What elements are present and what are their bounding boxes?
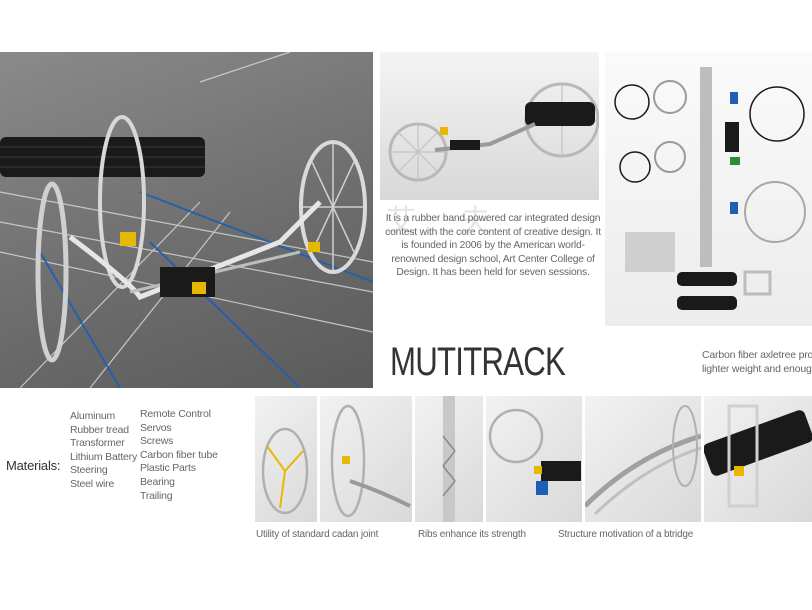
detail-render-5 (585, 396, 701, 522)
material-item: Trailing (140, 489, 173, 502)
detail-drawing-5 (585, 405, 701, 516)
side-view-render (380, 52, 599, 200)
caption-cadan-joint: Utility of standard cadan joint (256, 529, 379, 540)
detail-drawing-4 (488, 408, 581, 495)
detail-drawing-6 (704, 404, 812, 508)
detail-render-4 (486, 396, 582, 522)
exploded-parts-render (605, 52, 812, 326)
page-title: MUTITRACK (390, 340, 566, 384)
hero-render (0, 52, 373, 388)
material-item: Plastic Parts (140, 462, 196, 475)
detail-render-1 (255, 396, 317, 522)
detail-drawing-2 (330, 404, 411, 518)
material-item: Screws (140, 435, 174, 448)
exploded-parts-drawing (614, 67, 806, 310)
material-item: Remote Control (140, 408, 211, 420)
material-item: Transformer (70, 437, 125, 450)
material-item: Rubber tread (70, 423, 129, 436)
material-item: Steering (70, 464, 108, 477)
material-item: Bearing (140, 475, 175, 488)
detail-drawing-1 (261, 427, 309, 515)
material-item: Servos (140, 421, 172, 434)
material-item: Carbon fiber tube (140, 448, 218, 461)
caption-bridge: Structure motivation of a btridge (558, 529, 694, 540)
side-view-drawing (388, 82, 599, 182)
carbon-note-line-2: lighter weight and enough (702, 363, 812, 375)
detail-render-6 (704, 396, 812, 522)
carbon-note-line-1: Carbon fiber axletree provides (702, 349, 812, 361)
detail-render-3 (415, 396, 483, 522)
material-item: Steel wire (70, 477, 115, 490)
materials-label: Materials: (6, 458, 61, 473)
description-text: It is a rubber band powered car integrat… (385, 213, 601, 279)
material-item: Aluminum (70, 410, 116, 422)
material-item: Lithium Battery (70, 450, 138, 463)
carbon-note: Carbon fiber axletree provides lighter w… (702, 348, 812, 376)
caption-ribs: Ribs enhance its strength (418, 529, 526, 540)
watermark-text: 艾 夫 (386, 205, 509, 238)
detail-drawing-3 (442, 396, 456, 522)
detail-render-2 (320, 396, 412, 522)
hero-render-drawing (0, 52, 373, 388)
